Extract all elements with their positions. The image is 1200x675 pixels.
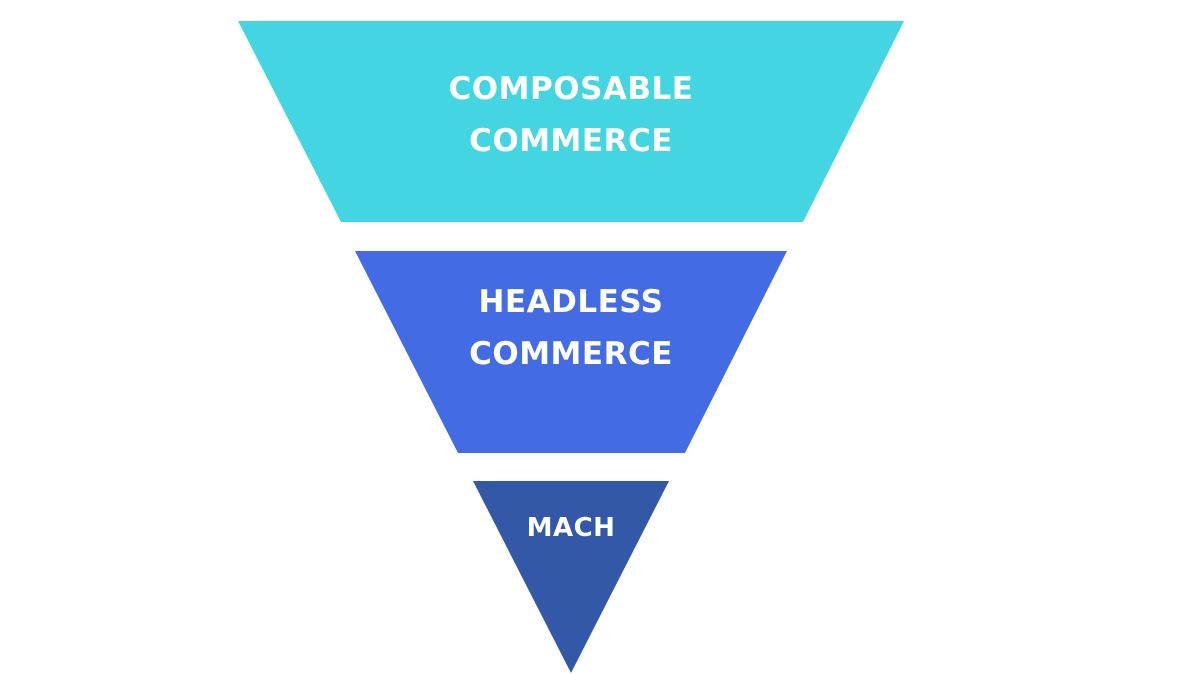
composable-commerce-line-1: COMPOSABLE — [448, 71, 694, 107]
funnel-layer-mach — [473, 481, 669, 673]
funnel-layer-headless-commerce — [355, 251, 787, 453]
headless-commerce-line-1: HEADLESS — [478, 284, 664, 320]
funnel-layer-composable-commerce — [238, 21, 904, 222]
mach-line-1: MACH — [526, 513, 616, 543]
headless-commerce-line-2: COMMERCE — [469, 336, 673, 372]
mach-label: MACH — [471, 508, 671, 548]
composable-commerce-label: COMPOSABLE COMMERCE — [371, 63, 771, 167]
headless-commerce-label: HEADLESS COMMERCE — [371, 276, 771, 380]
composable-commerce-line-2: COMMERCE — [469, 123, 673, 159]
